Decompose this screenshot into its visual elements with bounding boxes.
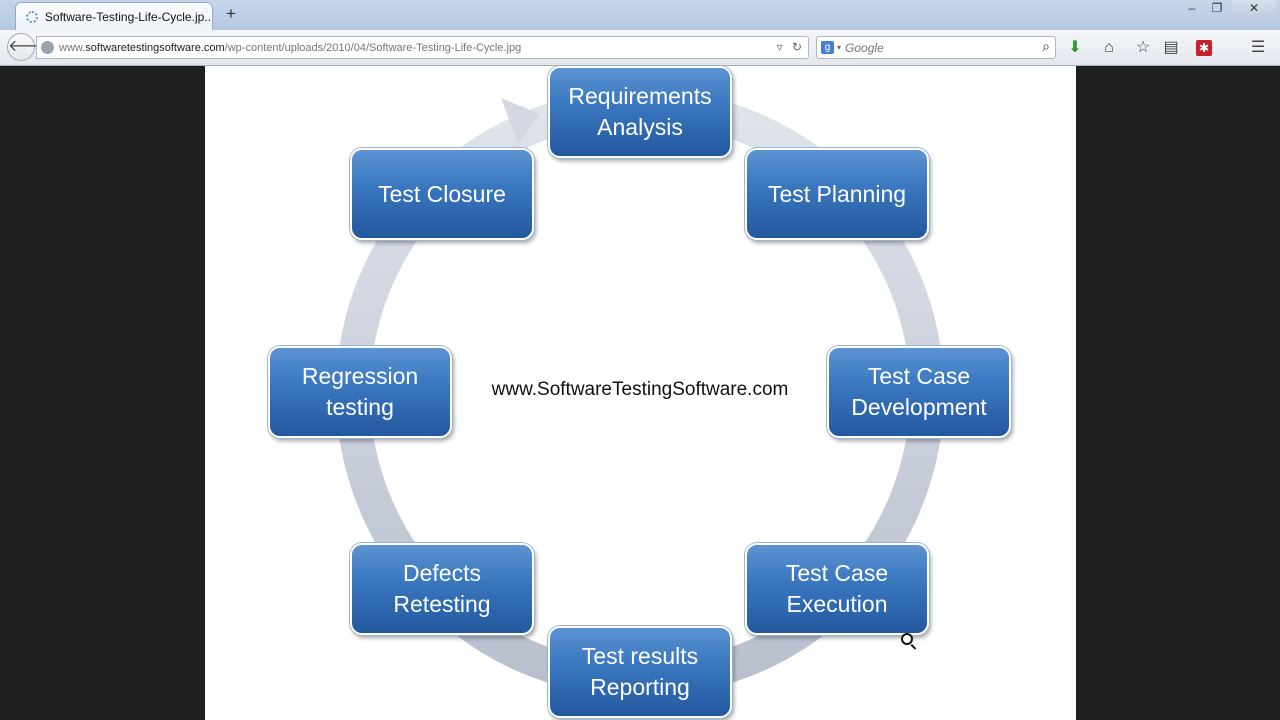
node-defects-retesting: Defects Retesting (350, 543, 534, 635)
search-input[interactable]: g ▾ Google ⌕ (816, 36, 1056, 59)
node-test-case-development: Test Case Development (827, 346, 1011, 438)
search-placeholder: Google (845, 40, 884, 55)
addon-icon[interactable]: ✱ (1196, 40, 1212, 56)
restore-button[interactable]: ❐ (1211, 1, 1223, 15)
node-test-planning: Test Planning (745, 148, 929, 240)
node-test-case-execution: Test Case Execution (745, 543, 929, 635)
globe-icon (41, 41, 54, 54)
node-test-results-reporting: Test results Reporting (548, 626, 732, 718)
chevron-down-icon[interactable]: ▾ (837, 43, 842, 52)
dropdown-arrow-icon[interactable]: ▿ (776, 40, 783, 54)
bookmark-star-icon[interactable]: ☆ (1135, 39, 1151, 56)
reading-list-icon[interactable]: ▤ (1163, 39, 1179, 56)
loading-icon (26, 10, 38, 23)
page-viewport: Requirements Analysis Test Planning Test… (0, 66, 1280, 720)
reload-icon[interactable]: ↻ (791, 40, 802, 54)
node-test-closure: Test Closure (350, 148, 534, 240)
new-tab-button[interactable]: + (226, 4, 236, 23)
node-regression-testing: Regression testing (268, 346, 452, 438)
google-icon[interactable]: g (821, 41, 834, 54)
home-icon[interactable]: ⌂ (1104, 39, 1114, 56)
title-bar: Software-Testing-Life-Cycle.jp... + – ❐ … (0, 0, 1280, 30)
back-button[interactable]: 🡐 (7, 33, 51, 61)
tab-title: Software-Testing-Life-Cycle.jp... (44, 9, 212, 24)
download-icon[interactable]: ⬇ (1068, 39, 1082, 56)
image-canvas: Requirements Analysis Test Planning Test… (205, 66, 1076, 720)
url-text: www.softwaretestingsoftware.com/wp-conte… (59, 41, 522, 54)
menu-icon[interactable]: ☰ (1250, 39, 1266, 56)
close-button[interactable]: ✕ (1232, 0, 1276, 18)
navigation-toolbar: 🡐 www.softwaretestingsoftware.com/wp-con… (0, 30, 1280, 66)
address-bar[interactable]: www.softwaretestingsoftware.com/wp-conte… (36, 36, 809, 59)
minimize-button[interactable]: – (1188, 1, 1196, 15)
center-website-label: www.SoftwareTestingSoftware.com (491, 379, 789, 400)
zoom-in-cursor-icon (901, 633, 913, 645)
cycle-arrowhead (501, 98, 540, 144)
browser-tab[interactable]: Software-Testing-Life-Cycle.jp... (15, 2, 213, 30)
magnifier-icon[interactable]: ⌕ (1042, 38, 1050, 54)
node-requirements-analysis: Requirements Analysis (548, 66, 732, 158)
